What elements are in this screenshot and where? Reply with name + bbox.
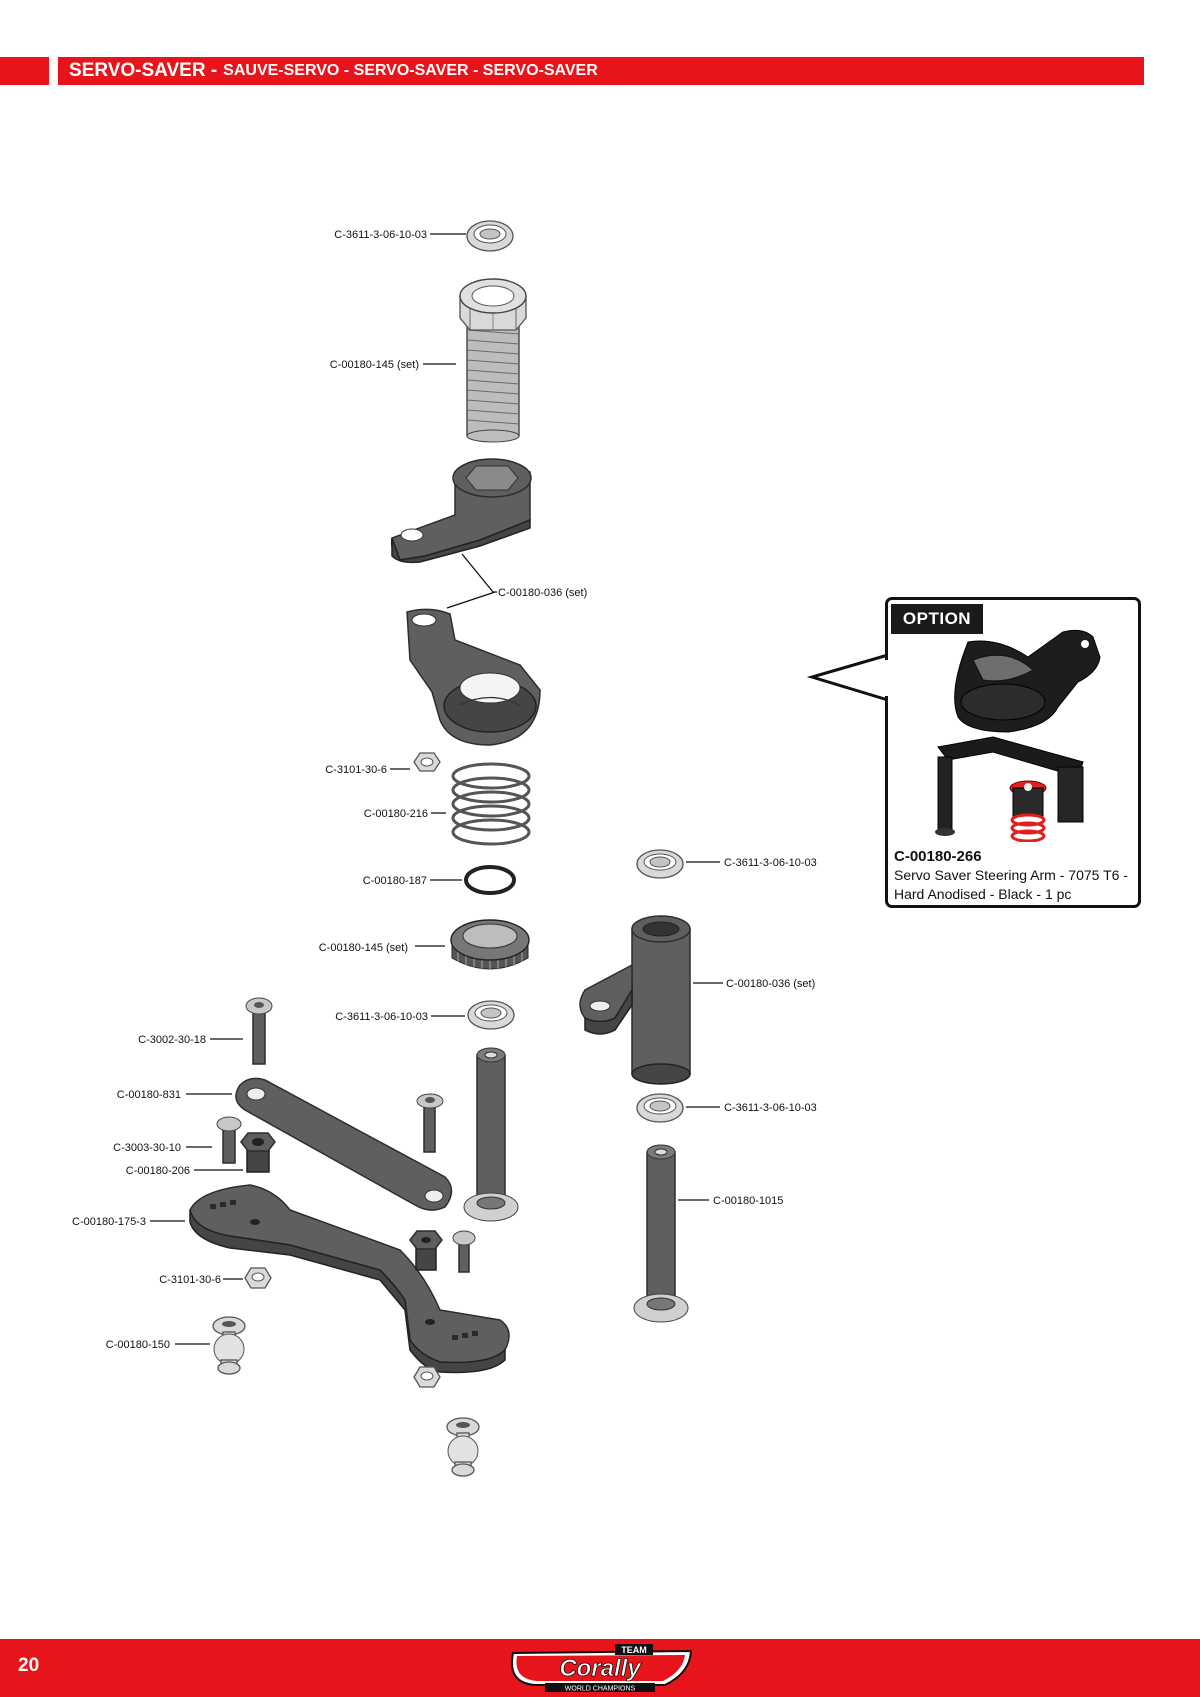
bearing-right-bottom-part [636,1093,684,1123]
callout-label: C-3003-30-10 [113,1142,181,1154]
leader-lines [150,233,723,1345]
section-header: SERVO-SAVER - SAUVE-SERVO - SERVO-SAVER … [58,57,1144,85]
callout-label: C-3611-3-06-10-03 [724,857,817,869]
header-title: SERVO-SAVER - [69,60,218,81]
option-part-description: Servo Saver Steering Arm - 7075 T6 - Har… [894,867,1128,902]
option-part-code: C-00180-266 [894,848,982,865]
link-plate-part [235,1077,453,1211]
callout-label: C-3611-3-06-10-03 [334,229,427,241]
callout-label: C-00180-1015 [713,1195,783,1207]
center-post-part [463,1047,519,1222]
post-right-part [633,1144,689,1323]
adjust-nut-part [450,919,530,970]
callout-label: C-00180-145 (set) [319,942,408,954]
screw-long-part [245,997,273,1065]
callout-label: C-00180-187 [363,875,427,887]
callout-label: C-00180-036 (set) [726,978,815,990]
team-corally-logo: Corally TEAM WORLD CHAMPIONS [511,1644,693,1693]
callout-label: C-00180-216 [364,808,428,820]
base-plate-part [189,1184,510,1374]
bearing-right-top-part [636,849,684,879]
screw-short-right-part [416,1093,444,1153]
spring-part [451,762,531,846]
lock-nut-lower-part [244,1267,272,1289]
servo-arm-lower-part [406,608,541,746]
callout-label: C-3101-30-6 [325,764,387,776]
plate-spacer-part [409,1230,443,1271]
oring-part [464,865,516,895]
lock-nut-bottom-part [413,1366,441,1388]
callout-label: C-3611-3-06-10-03 [724,1102,817,1114]
callout-label: C-00180-150 [106,1339,170,1351]
bearing-top-part [466,220,514,252]
option-assembly-image [935,736,1084,842]
header-translations: SAUVE-SERVO - SERVO-SAVER - SERVO-SAVER [223,62,598,79]
option-tag: OPTION [891,604,983,634]
callout-label: C-3611-3-06-10-03 [335,1011,428,1023]
ball-stud-bottom-part [446,1417,480,1477]
screw-short-part [216,1116,242,1164]
page-number: 20 [18,1655,40,1676]
option-part-images [935,629,1101,842]
ball-stud-part [212,1316,246,1375]
callout-label: C-3002-30-18 [138,1034,206,1046]
logo-team: TEAM [621,1645,647,1655]
logo-wordmark: Corally [559,1655,642,1682]
spacer-part [240,1132,276,1173]
option-arm-image [954,629,1101,733]
callout-label: C-00180-206 [126,1165,190,1177]
plate-screw-part [452,1230,476,1273]
callout-label: C-3101-30-6 [159,1274,221,1286]
bearing-mid-part [467,1000,515,1030]
header-accent-block [0,57,49,85]
lock-nut-part [413,752,441,772]
callout-label: C-00180-831 [117,1089,181,1101]
logo-world-champions: WORLD CHAMPIONS [565,1686,636,1693]
servo-arm-right-part [579,915,691,1085]
option-pointer [806,653,889,702]
callout-label: C-00180-036 (set) [498,587,587,599]
callout-labels: C-3611-3-06-10-03 C-00180-145 (set) C-00… [72,229,817,1351]
callout-label: C-00180-175-3 [72,1216,146,1228]
callout-label: C-00180-145 (set) [330,359,419,371]
servo-arm-upper-part [390,458,532,564]
threaded-post-part [459,278,527,443]
